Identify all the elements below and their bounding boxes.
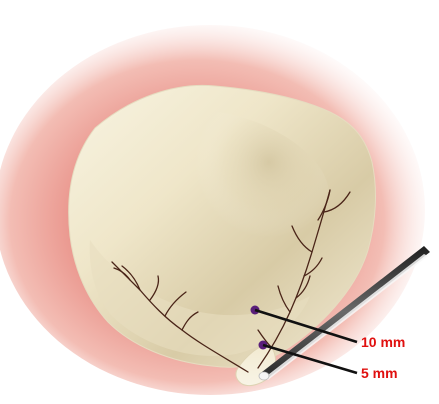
label-10mm: 10 mm <box>361 334 405 350</box>
label-5mm: 5 mm <box>361 365 398 381</box>
probe-tip <box>259 372 269 380</box>
